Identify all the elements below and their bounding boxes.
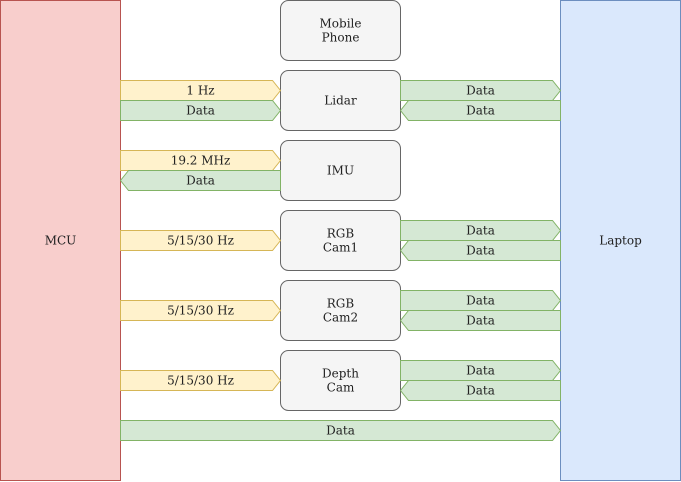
sensor-imu-label: IMU [327,164,354,178]
imu-data-to-mcu-label: Data [186,174,215,188]
lidar-trigger-label: 1 Hz [186,84,214,98]
sensor-mobile-phone-line1: Mobile [320,17,362,31]
lidar-data-to-mcu-arrow: Data [120,100,282,121]
sensor-lidar: Lidar [280,70,401,131]
mcu-block [0,0,121,481]
sensor-rgb-cam2: RGB Cam2 [280,280,401,341]
sensor-mobile-phone-line2: Phone [322,31,360,45]
cam2-data-out-label: Data [466,294,495,308]
cam1-data-out-label: Data [466,224,495,238]
depth-data-in-arrow: Data [399,380,561,401]
cam1-data-out-arrow: Data [400,220,562,241]
imu-trigger-label: 19.2 MHz [171,154,231,168]
sensor-lidar-label: Lidar [324,94,357,108]
sensor-rgb-cam1-line1: RGB [327,227,355,241]
mcu-to-laptop-arrow: Data [120,420,562,441]
sensor-rgb-cam1-line2: Cam1 [323,241,358,255]
lidar-data-to-mcu-label: Data [186,104,215,118]
cam1-trigger-arrow: 5/15/30 Hz [120,230,282,251]
sensor-rgb-cam1: RGB Cam1 [280,210,401,271]
lidar-trigger-arrow: 1 Hz [120,80,282,101]
imu-trigger-arrow: 19.2 MHz [120,150,282,171]
sensor-mobile-phone: Mobile Phone [280,0,401,61]
imu-data-to-mcu-arrow: Data [119,170,281,191]
depth-data-out-label: Data [466,364,495,378]
sensor-imu: IMU [280,140,401,201]
cam2-data-in-arrow: Data [399,310,561,331]
mcu-label: MCU [45,234,77,248]
lidar-data-out-label: Data [466,84,495,98]
sensor-depth-cam: Depth Cam [280,350,401,411]
laptop-label: Laptop [599,234,642,248]
cam1-data-in-arrow: Data [399,240,561,261]
cam2-trigger-arrow: 5/15/30 Hz [120,300,282,321]
lidar-data-out-arrow: Data [400,80,562,101]
cam2-data-in-label: Data [466,314,495,328]
sensor-depth-cam-line2: Cam [327,381,355,395]
cam1-data-in-label: Data [466,244,495,258]
sensor-rgb-cam2-line2: Cam2 [323,311,358,325]
mcu-to-laptop-label: Data [326,424,355,438]
sensor-depth-cam-line1: Depth [322,367,359,381]
depth-trigger-arrow: 5/15/30 Hz [120,370,282,391]
depth-data-out-arrow: Data [400,360,562,381]
lidar-data-in-arrow: Data [399,100,561,121]
depth-trigger-label: 5/15/30 Hz [167,374,234,388]
lidar-data-in-label: Data [466,104,495,118]
sensor-rgb-cam2-line1: RGB [327,297,355,311]
cam2-data-out-arrow: Data [400,290,562,311]
cam1-trigger-label: 5/15/30 Hz [167,234,234,248]
depth-data-in-label: Data [466,384,495,398]
cam2-trigger-label: 5/15/30 Hz [167,304,234,318]
laptop-block [560,0,681,481]
